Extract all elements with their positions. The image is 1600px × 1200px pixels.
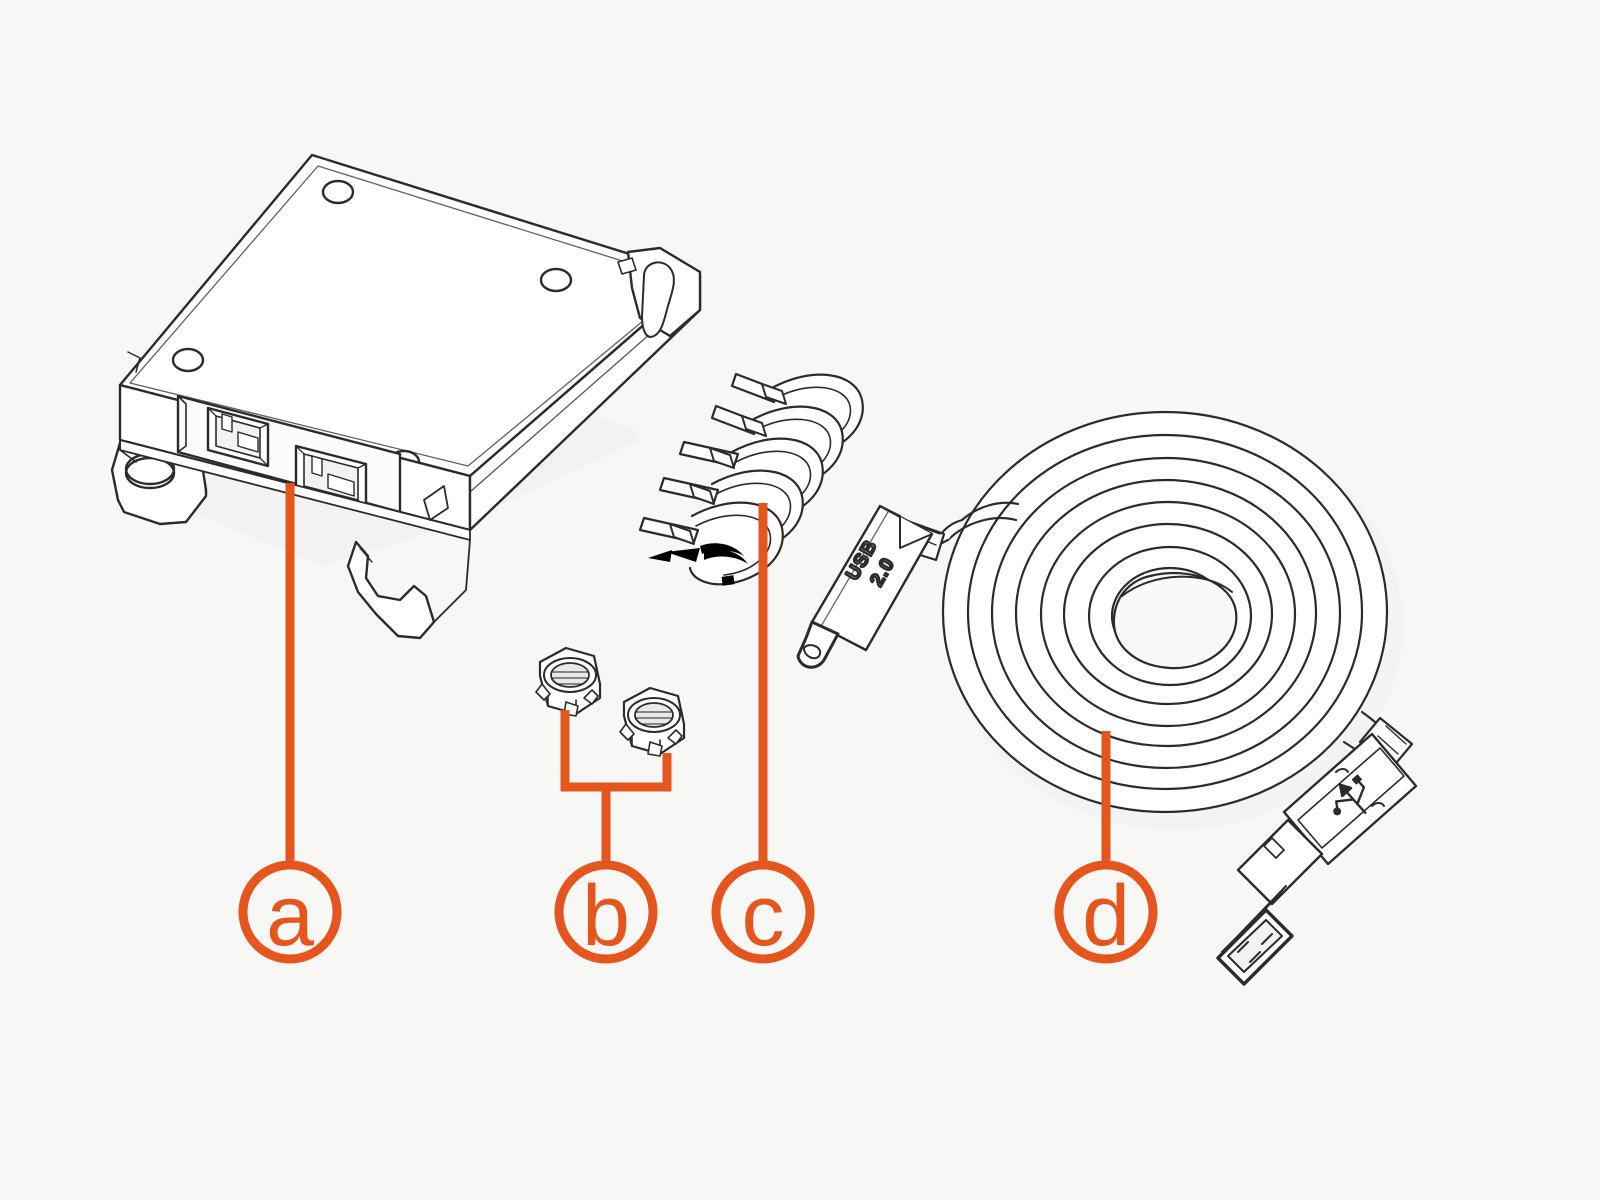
usbc-body-highlight: [819, 511, 889, 629]
module-screw-hole-2: [539, 267, 573, 293]
module-screw-hole-1: [321, 179, 355, 205]
callout-badge-a[interactable]: a: [238, 860, 342, 964]
usbb-boot-ribs: [1377, 725, 1407, 755]
module-small-tab: [423, 485, 449, 521]
callout-label-b: b: [582, 868, 630, 964]
part-control-module: [110, 153, 702, 640]
cable-tie-insert-arrow: [648, 543, 748, 586]
cable-leadout-c-top: [960, 501, 1020, 522]
coil-center-crossover: [1121, 575, 1233, 597]
callout-label-c: c: [742, 868, 785, 964]
usbc-plug-tip-opening: [803, 644, 822, 660]
usbb-plug-contact-inner: [1227, 919, 1283, 973]
module-bracket-nub: [617, 257, 637, 275]
lock-nut-2: [619, 686, 686, 757]
callout-circle-c[interactable]: [711, 860, 815, 964]
module-left-edge: [119, 384, 137, 463]
callout-badge-b[interactable]: b: [554, 860, 658, 964]
usb-trident-icon: [1333, 774, 1367, 816]
callout-label-d: d: [1082, 868, 1130, 964]
callout-circle-b[interactable]: [554, 860, 658, 964]
usbb-plug-notch: [1263, 837, 1285, 859]
lock-nut-1: [535, 646, 602, 717]
callout-badge-d[interactable]: d: [1054, 860, 1158, 964]
coil-center-turn: [1112, 571, 1238, 670]
usbc-connector-top: [879, 505, 933, 549]
callout-circle-a[interactable]: [238, 860, 342, 964]
module-tab-notched-detail: [359, 547, 373, 563]
module-tab-left-edge: [116, 488, 208, 526]
module-screw-hole-3: [171, 347, 205, 373]
module-tab-notched: [346, 540, 436, 640]
module-corner-nick: [127, 351, 141, 373]
usbb-plug-shell: [1236, 818, 1324, 906]
part-lock-nuts: [535, 646, 686, 757]
usbb-plug-pins: [1237, 933, 1273, 963]
module-bay-left-wall: [177, 395, 187, 453]
part-usb-cable: USB 2.0: [796, 410, 1418, 986]
module-tab-notched-edge: [433, 539, 471, 623]
callout-badge-c[interactable]: c: [711, 860, 815, 964]
callout-label-a: a: [266, 868, 314, 964]
module-bracket-slot: [641, 261, 675, 338]
cable-leadout-c-bottom: [946, 516, 1018, 542]
usbb-dimple-2: [1371, 802, 1385, 807]
module-connector-port-left: [206, 406, 270, 468]
callout-leaders: [285, 483, 1111, 866]
usbb-dimple-1: [1335, 768, 1349, 773]
callout-circle-d[interactable]: [1054, 860, 1158, 964]
module-top-bevel: [129, 165, 691, 467]
leader-bracket-b: [560, 710, 672, 792]
